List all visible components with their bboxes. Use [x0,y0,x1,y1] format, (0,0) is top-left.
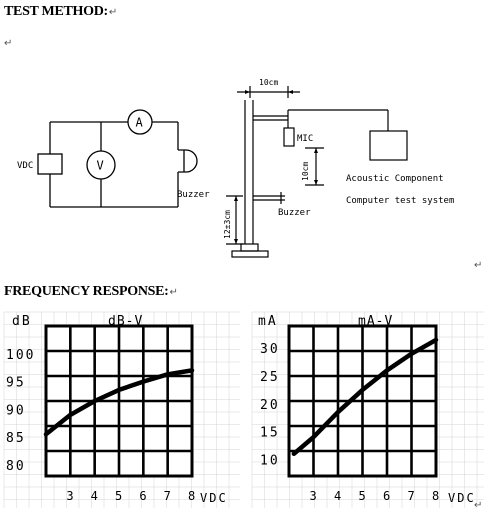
voltmeter-circle [86,150,116,180]
top-dimension-label: 10cm [259,78,278,87]
chart-title: dB-V [108,314,143,329]
y-tick-label: 30 [260,342,280,357]
x-tick-label: 5 [115,489,122,503]
vdc-source-box [37,153,63,175]
frequency-response-heading: FREQUENCY RESPONSE:↵ [4,284,178,299]
y-tick-label: 25 [260,370,280,385]
y-tick-label: 90 [6,403,26,418]
y-tick-label: 95 [6,376,26,391]
test-method-heading: TEST METHOD:↵ [4,4,117,19]
buzzer-symbol-icon [178,149,198,173]
stand-height-dimension-label: 12±3cm [223,210,232,239]
mic-gap-dimension-label: 10cm [301,162,310,181]
x-tick-label: 5 [359,489,366,503]
x-tick-label: 7 [408,489,415,503]
system-label-line1: Acoustic Component [346,174,444,184]
x-tick-label: 8 [432,489,439,503]
ammeter-circle [127,109,153,135]
x-tick-label: 4 [334,489,341,503]
x-axis-label: VDC [448,491,476,505]
x-tick-label: 3 [66,489,73,503]
y-tick-label: 80 [6,459,26,474]
x-tick-label: 6 [139,489,146,503]
plot-frame [44,324,194,478]
x-axis-label: VDC [200,491,228,505]
system-label-line2: Computer test system [346,196,454,206]
x-tick-label: 3 [310,489,317,503]
return-mark: ↵ [4,38,13,49]
y-tick-label: 85 [6,431,26,446]
ammeter-label: A [136,116,144,130]
mic-label: MIC [297,134,313,144]
y-axis-label: dB [12,314,32,329]
y-tick-label: 15 [260,426,280,441]
plot-area [46,326,192,476]
vdc-label: VDC [17,161,33,171]
fixture-buzzer-label: Buzzer [278,208,311,218]
voltmeter-label: V [97,159,104,173]
y-tick-label: 100 [6,348,35,363]
x-tick-label: 6 [383,489,390,503]
plot-frame [287,324,438,478]
circuit-buzzer-label: Buzzer [177,190,210,200]
series-line [291,337,439,457]
series-line [43,368,195,437]
x-tick-label: 7 [164,489,171,503]
y-tick-label: 10 [260,453,280,468]
return-mark: ↵ [474,500,483,511]
y-tick-label: 20 [260,398,280,413]
y-axis-label: mA [258,314,278,329]
return-mark: ↵ [474,260,483,271]
x-tick-label: 4 [91,489,98,503]
x-tick-label: 8 [188,489,195,503]
chart-title: mA-V [358,314,393,329]
plot-area [289,326,436,476]
